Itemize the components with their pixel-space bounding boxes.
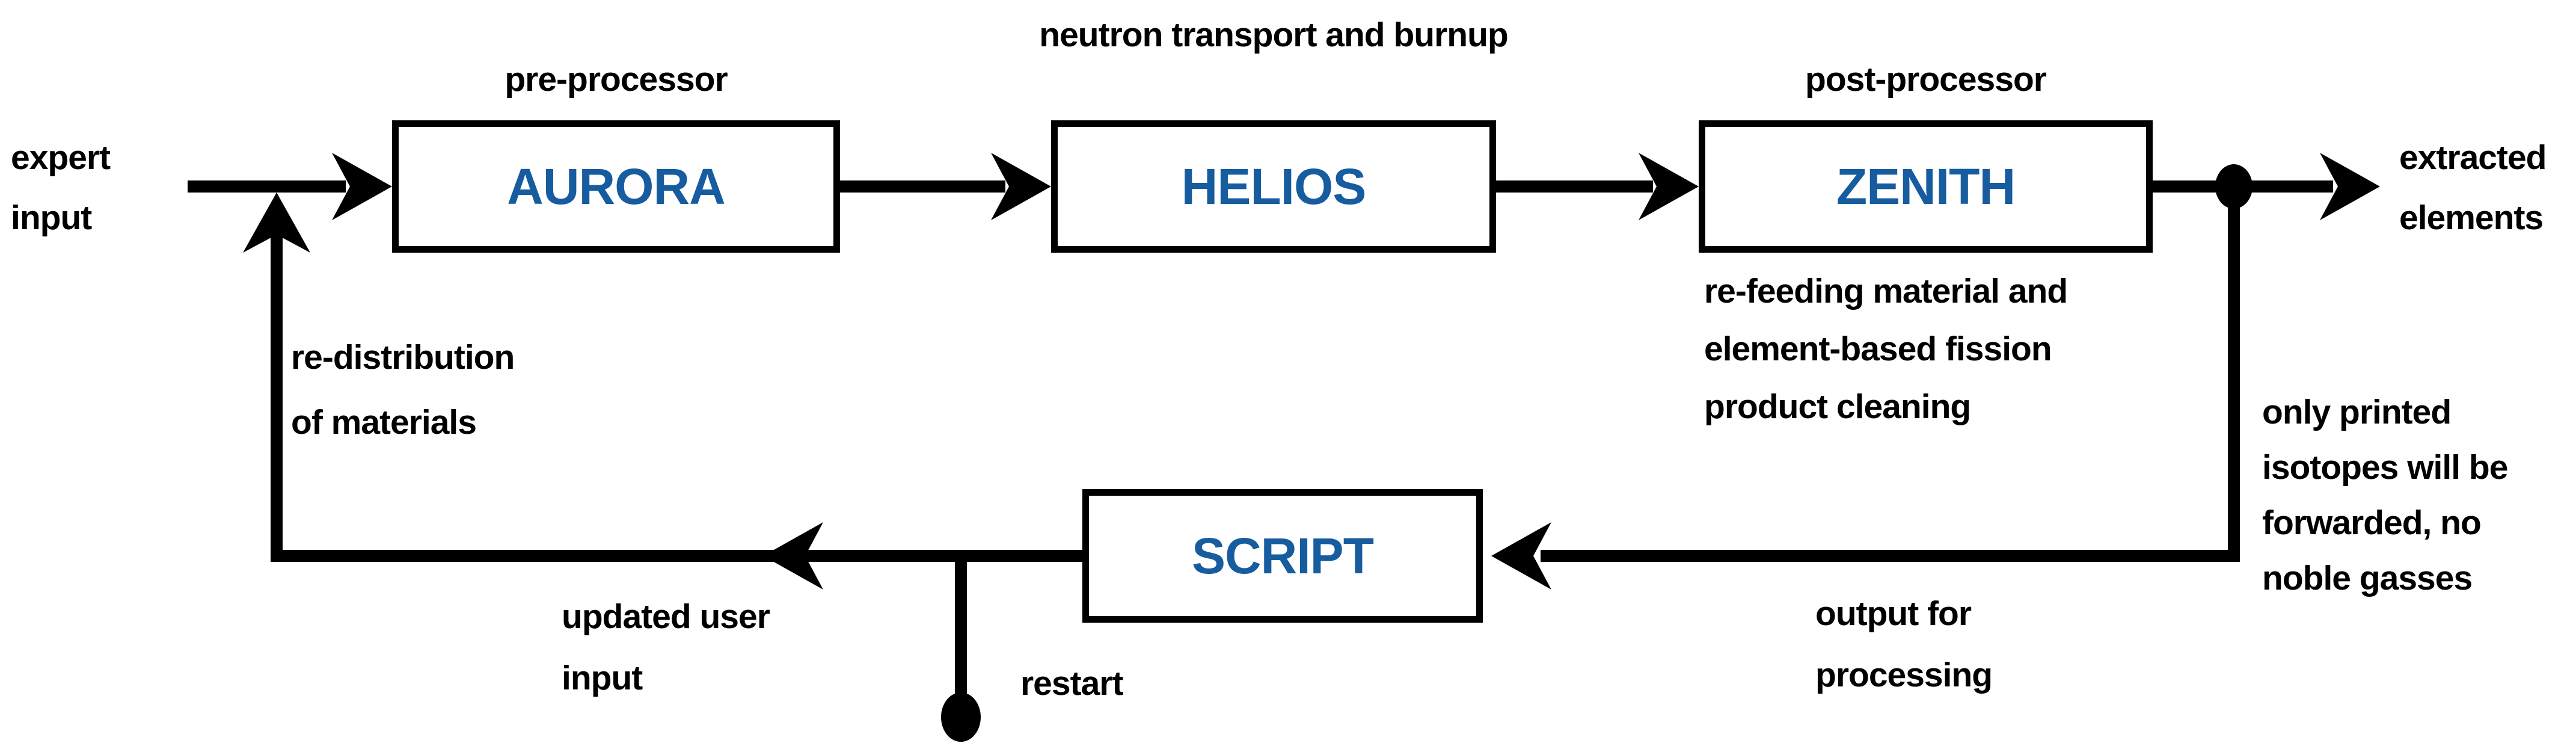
label-extracted-elements: extracted elements — [2399, 128, 2547, 248]
node-helios: HELIOS — [1051, 120, 1496, 253]
label-forwarding-note: only printed isotopes will be forwarded,… — [2262, 384, 2508, 606]
arrowhead-into-script-icon — [1491, 522, 1551, 590]
caption-neutron-transport: neutron transport and burnup — [1039, 16, 1508, 54]
node-aurora-title: AURORA — [507, 158, 726, 215]
label-updated-user-input-line2: input — [562, 659, 643, 697]
node-zenith: ZENITH — [1699, 120, 2153, 253]
label-redistribution: re-distribution of materials — [291, 325, 515, 455]
arrowhead-into-aurora-icon — [332, 153, 392, 220]
label-extracted-elements-line2: elements — [2399, 199, 2544, 237]
connector-script-to-input — [271, 212, 1082, 562]
label-updated-user-input-line1: updated user — [562, 597, 770, 636]
label-zenith-note-line1: re-feeding material and — [1704, 272, 2068, 310]
label-extracted-elements-line1: extracted — [2399, 138, 2547, 177]
node-helios-title: HELIOS — [1181, 158, 1367, 215]
node-aurora: AURORA — [392, 120, 840, 253]
connector-junction-to-script — [1541, 186, 2240, 562]
label-redistribution-line2: of materials — [291, 403, 477, 442]
node-script: SCRIPT — [1082, 489, 1483, 623]
label-output-for-processing: output for processing — [1815, 583, 1993, 706]
label-forwarding-note-line3: forwarded, no — [2262, 504, 2482, 542]
label-expert-input: expert input — [11, 128, 111, 248]
arrowhead-into-helios-icon — [991, 153, 1051, 220]
label-forwarding-note-line4: noble gasses — [2262, 559, 2473, 597]
arrowhead-to-extracted-icon — [2320, 153, 2380, 220]
label-zenith-note-line2: element-based fission — [1704, 330, 2052, 368]
arrowhead-merge-up-icon — [243, 193, 310, 253]
label-forwarding-note-line2: isotopes will be — [2262, 448, 2508, 487]
label-redistribution-line1: re-distribution — [291, 338, 515, 377]
label-expert-input-line2: input — [11, 199, 92, 237]
label-zenith-note-line3: product cleaning — [1704, 387, 1971, 426]
label-forwarding-note-line1: only printed — [2262, 393, 2452, 431]
arrowhead-into-zenith-icon — [1639, 153, 1699, 220]
label-updated-user-input: updated user input — [562, 586, 770, 709]
caption-post-processor: post-processor — [1805, 60, 2047, 99]
label-output-for-processing-line1: output for — [1815, 594, 1972, 633]
label-output-for-processing-line2: processing — [1815, 656, 1993, 694]
arrowhead-feedback-left-icon — [763, 522, 823, 590]
label-zenith-note: re-feeding material and element-based fi… — [1704, 262, 2068, 436]
label-restart: restart — [1020, 664, 1123, 703]
label-expert-input-line1: expert — [11, 138, 111, 177]
restart-terminal-dot — [941, 692, 981, 742]
caption-pre-processor: pre-processor — [504, 60, 728, 99]
node-zenith-title: ZENITH — [1836, 158, 2016, 215]
node-script-title: SCRIPT — [1191, 527, 1374, 584]
